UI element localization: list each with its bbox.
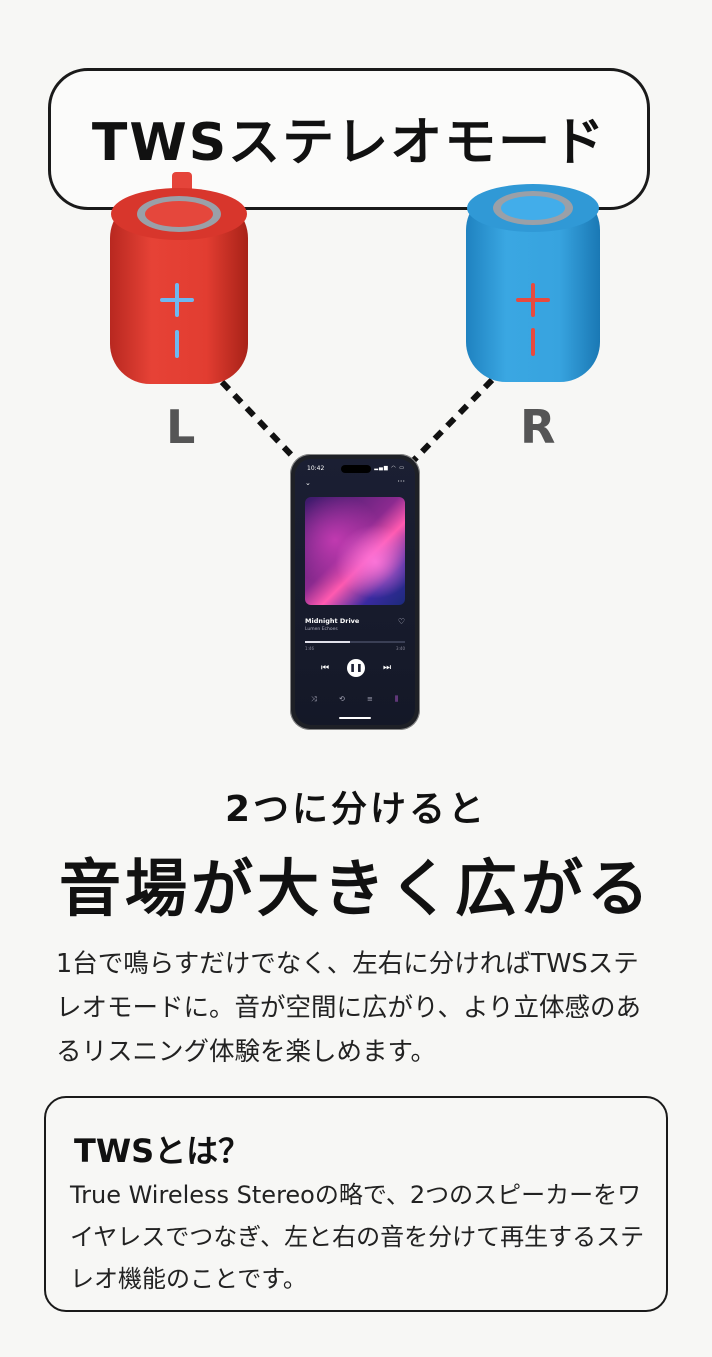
time-total: 3:40 <box>396 646 405 651</box>
info-title: TWSとは？ <box>74 1132 251 1170</box>
main-heading: 音場が大きく広がる <box>58 852 653 925</box>
pause-icon[interactable]: ❚❚ <box>347 659 365 677</box>
chevron-down-icon[interactable]: ⌄ <box>305 479 311 487</box>
album-artwork <box>305 497 405 605</box>
status-icons: ▂▄▆ ◠ ▭ <box>374 465 405 471</box>
track-artist: Lumen Echoes <box>305 627 338 632</box>
right-channel-label: R <box>520 400 556 454</box>
time-elapsed: 1:46 <box>305 646 314 651</box>
more-icon[interactable]: ··· <box>397 477 405 486</box>
title-frame <box>48 68 650 210</box>
heart-icon[interactable]: ♡ <box>397 617 405 626</box>
left-speaker <box>110 172 248 384</box>
previous-icon[interactable]: ⏮ <box>321 663 330 673</box>
repeat-icon[interactable]: ⟲ <box>339 695 345 703</box>
progress-fill <box>305 641 350 643</box>
track-title: Midnight Drive <box>305 617 360 625</box>
left-speaker-plus-icon <box>160 283 194 317</box>
info-body: True Wireless Stereoの略で、2つのスピーカーをワイヤレスでつ… <box>70 1181 645 1293</box>
status-time: 10:42 <box>307 465 325 472</box>
dynamic-island <box>341 465 371 473</box>
sub-heading: 2つに分けると <box>224 789 488 830</box>
equalizer-icon[interactable]: ⫼ <box>395 695 399 703</box>
right-speaker <box>466 184 600 382</box>
left-speaker-minus-icon <box>175 330 179 358</box>
left-channel-label: L <box>166 400 196 454</box>
home-indicator <box>339 717 371 719</box>
left-connection-line <box>219 379 301 465</box>
page-title: TWSステレオモード <box>91 113 607 173</box>
shuffle-icon[interactable]: ⤨ <box>311 695 317 703</box>
right-connection-line <box>411 377 495 463</box>
music-player-screen: 10:42 ▂▄▆ ◠ ▭ ⌄ ··· Midnight Drive Lumen… <box>295 459 415 725</box>
info-box <box>44 1096 668 1312</box>
next-icon[interactable]: ⏭ <box>383 663 392 673</box>
connection-lines <box>219 377 495 465</box>
queue-icon[interactable]: ≡ <box>367 695 373 703</box>
description-text: 1台で鳴らすだけでなく、左右に分ければTWSステレオモードに。音が空間に広がり、… <box>56 949 641 1067</box>
smartphone: 10:42 ▂▄▆ ◠ ▭ ⌄ ··· Midnight Drive Lumen… <box>290 454 420 730</box>
right-speaker-plus-icon <box>516 283 550 317</box>
right-speaker-minus-icon <box>531 328 535 356</box>
progress-bar[interactable] <box>305 641 405 643</box>
